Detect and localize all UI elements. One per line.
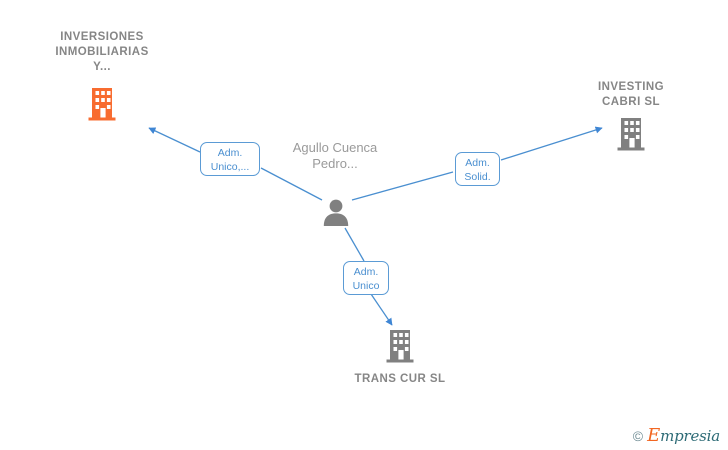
building-icon xyxy=(385,328,415,369)
brand-logo: Empresia xyxy=(647,425,720,446)
node-investing-cabri-label: INVESTING CABRI SL xyxy=(597,81,665,108)
node-trans-cur-label: TRANS CUR SL xyxy=(354,373,446,385)
node-inversiones-label: INVERSIONES INMOBILIARIAS Y... xyxy=(55,31,149,73)
person-icon xyxy=(322,198,350,231)
brand-initial: E xyxy=(647,425,661,446)
node-person-label: Agullo Cuenca Pedro... xyxy=(292,140,378,171)
building-icon xyxy=(87,86,117,127)
copyright-icon: © xyxy=(632,428,644,444)
building-icon xyxy=(616,116,646,157)
edge-label-inversiones[interactable]: Adm. Unico,... xyxy=(200,142,260,176)
watermark: © Empresia xyxy=(632,425,720,446)
edge-label-trans-cur[interactable]: Adm. Unico xyxy=(343,261,389,295)
brand-name: mpresia xyxy=(660,427,720,445)
edge-label-investing-cabri[interactable]: Adm. Solid. xyxy=(455,152,500,186)
